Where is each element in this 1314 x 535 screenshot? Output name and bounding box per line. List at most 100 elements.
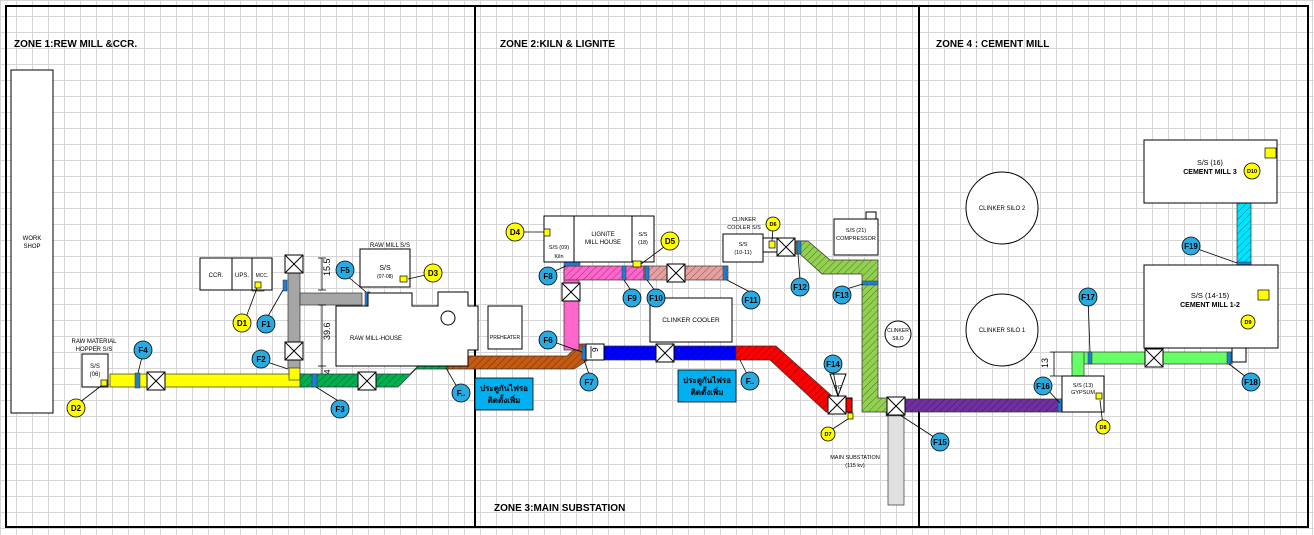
cement-mill-12-2: CEMENT MILL 1-2 [1180, 302, 1240, 309]
marker-f12[interactable]: F12 [790, 277, 810, 297]
junction-box [357, 371, 377, 391]
zone1-title: ZONE 1:REW MILL &CCR. [14, 39, 137, 50]
svg-text:F14: F14 [826, 360, 840, 369]
svg-text:F2: F2 [256, 355, 266, 364]
junction-box [284, 341, 304, 361]
workshop-label-1: WORK [23, 236, 42, 242]
svg-text:F18: F18 [1244, 378, 1258, 387]
dim-9: 9 [591, 347, 600, 352]
marker-d6[interactable]: D6 [765, 216, 781, 232]
svg-text:F10: F10 [649, 294, 663, 303]
svg-text:F13: F13 [835, 291, 849, 300]
seal-f10 [644, 265, 650, 281]
svg-text:F3: F3 [335, 405, 345, 414]
ss18-2: (18) [638, 240, 648, 246]
marker-f14[interactable]: F14 [823, 354, 843, 374]
marker-f18[interactable]: F18 [1241, 372, 1261, 392]
compressor-1: S/S (21) [846, 228, 866, 234]
marker-d9[interactable]: D9 [1240, 314, 1256, 330]
marker-f15[interactable]: F15 [930, 432, 950, 452]
kiln-ss-1: S/S (09) [549, 245, 569, 251]
clinker-cooler-ss-2: (10-11) [734, 250, 751, 256]
seal-f9 [621, 265, 627, 281]
main-substation-2: (115 kv) [845, 463, 865, 469]
raw-mill-circle [440, 310, 456, 326]
cement-mill-12-building [1143, 264, 1279, 349]
raw-mill-house-building [335, 291, 479, 367]
clinker-silo-small-2: SILO [892, 336, 904, 342]
marker-f3[interactable]: F3 [330, 399, 350, 419]
marker-f16[interactable]: F16 [1033, 376, 1053, 396]
marker-fa[interactable]: F.. [451, 383, 471, 403]
cable-ducts [109, 201, 1252, 506]
seal-f8 [563, 261, 581, 267]
fire-door-callout-2: ประตูกันไฟรอ ติดตั้งเพิ่ม [677, 369, 737, 403]
raw-material-ss-1: S/S [90, 364, 100, 370]
marker-f11[interactable]: F11 [741, 290, 761, 310]
clinker-cooler-ss-label-2: COOLER S/S [727, 225, 761, 231]
marker-d7[interactable]: D7 [820, 426, 836, 442]
svg-text:F..: F.. [746, 377, 754, 386]
marker-f6[interactable]: F6 [538, 330, 558, 350]
junction-box [827, 395, 847, 415]
marker-d2[interactable]: D2 [66, 398, 86, 418]
marker-f10[interactable]: F10 [646, 288, 666, 308]
junction-box [655, 343, 675, 363]
compressor-2: COMPRESSOR [836, 236, 876, 242]
junction-box [146, 371, 166, 391]
raw-material-label-2: HOPPER S/S [76, 347, 113, 353]
marker-f1[interactable]: F1 [256, 314, 276, 334]
raw-mill-ss-building [359, 248, 411, 288]
seal-f1 [282, 279, 288, 292]
marker-fb[interactable]: F.. [740, 371, 760, 391]
svg-text:F7: F7 [584, 378, 594, 387]
clinker-cooler-label: CLINKER COOLER [662, 317, 720, 324]
fire-door-2-line2: ติดตั้งเพิ่ม [691, 386, 724, 397]
pg-red-box [845, 397, 853, 413]
clinker-silo-2-label: CLINKER SILO 2 [979, 206, 1026, 212]
svg-text:F..: F.. [457, 389, 465, 398]
fire-door-1-line2: ติดตั้งเพิ่ม [488, 394, 521, 405]
marker-d8[interactable]: D8 [1095, 419, 1111, 435]
marker-d1[interactable]: D1 [232, 313, 252, 333]
cement-mill-12-1: S/S (14-15) [1191, 291, 1230, 300]
marker-f8[interactable]: F8 [538, 266, 558, 286]
marker-d5[interactable]: D5 [660, 231, 680, 251]
clinker-silo-small-1: CLINKER [887, 328, 909, 334]
fire-door-callout-1: ประตูกันไฟรอ ติดตั้งเพิ่ม [474, 377, 534, 411]
marker-f19[interactable]: F19 [1181, 236, 1201, 256]
compressor-annex [865, 211, 877, 220]
buildings [10, 69, 1279, 414]
svg-text:F15: F15 [933, 438, 947, 447]
marker-f7[interactable]: F7 [579, 372, 599, 392]
main-substation-1: MAIN SUBSTATION [830, 455, 880, 461]
detector-devices [100, 147, 1277, 420]
marker-d3[interactable]: D3 [423, 263, 443, 283]
svg-text:F6: F6 [543, 336, 553, 345]
marker-f2[interactable]: F2 [251, 349, 271, 369]
svg-text:D9: D9 [1244, 320, 1251, 326]
seal-f18 [1226, 351, 1232, 365]
kiln-ss-2: Kiln [554, 254, 563, 260]
clinker-silo-1-label: CLINKER SILO 1 [979, 328, 1026, 334]
marker-f9[interactable]: F9 [622, 288, 642, 308]
seal-f13 [861, 280, 879, 286]
svg-text:D8: D8 [1099, 425, 1106, 431]
marker-f4[interactable]: F4 [133, 340, 153, 360]
cement-mill-12-annex [1231, 347, 1247, 363]
zone4-title: ZONE 4 : CEMENT MILL [936, 39, 1049, 50]
workshop-label-2: SHOP [23, 244, 40, 250]
svg-text:D10: D10 [1247, 169, 1257, 175]
marker-f13[interactable]: F13 [832, 285, 852, 305]
junction-box [561, 282, 581, 302]
seal-f3 [311, 373, 318, 388]
junction-box [284, 254, 304, 274]
marker-f5[interactable]: F5 [335, 260, 355, 280]
svg-text:F12: F12 [793, 283, 807, 292]
marker-d4[interactable]: D4 [505, 222, 525, 242]
svg-text:D6: D6 [769, 222, 776, 228]
marker-d10[interactable]: D10 [1243, 162, 1261, 180]
preheater-label: PREHEATER [490, 335, 521, 341]
marker-f17[interactable]: F17 [1078, 287, 1098, 307]
clinker-cooler-ss-label-1: CLINKER [732, 217, 756, 223]
